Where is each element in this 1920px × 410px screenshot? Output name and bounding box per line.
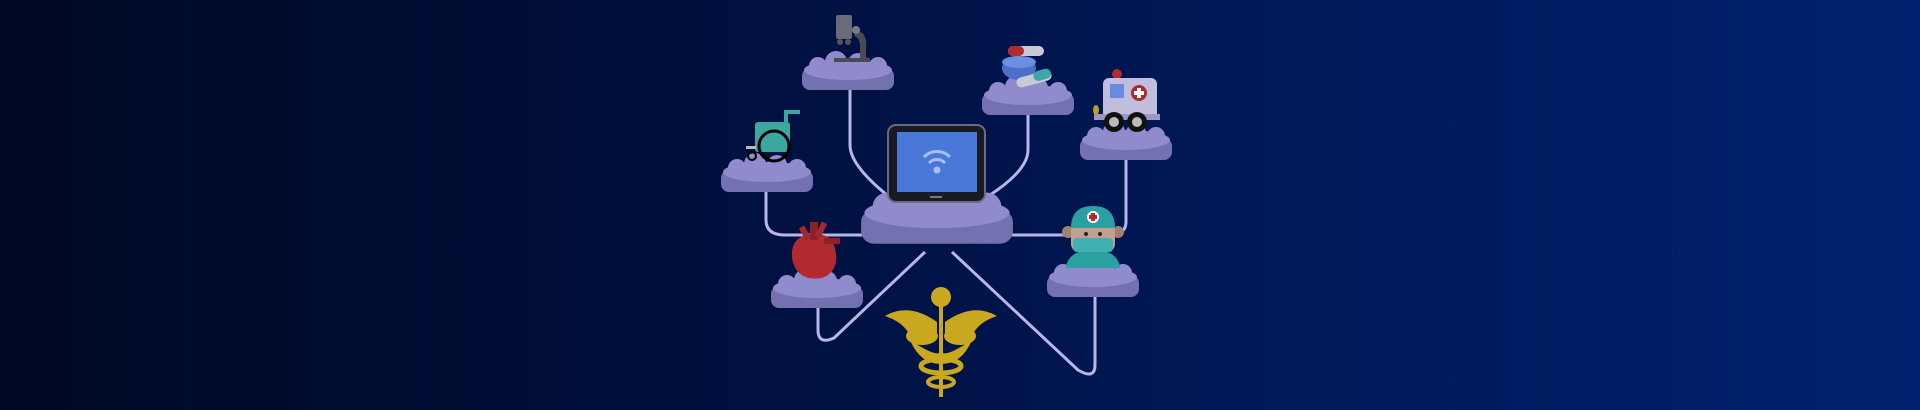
connector-heart — [816, 250, 927, 342]
doctor-icon — [1062, 206, 1124, 268]
connector-wheelchair — [764, 192, 862, 237]
microscope-icon — [834, 15, 870, 62]
wheelchair-icon — [746, 110, 800, 163]
connector-microscope — [848, 90, 888, 197]
connector-ambulance — [1114, 160, 1128, 237]
heart-icon — [791, 221, 840, 279]
pills-icon — [1002, 46, 1052, 88]
caduceus-icon — [885, 287, 997, 397]
ambulance-icon — [1093, 69, 1160, 132]
connector-lines — [764, 90, 1128, 376]
microscope-cloud — [802, 51, 894, 90]
tablet-wifi-icon — [887, 124, 986, 203]
connector-pills — [989, 115, 1030, 197]
ambulance-cloud — [1080, 121, 1172, 160]
connector-doctor — [950, 250, 1097, 376]
